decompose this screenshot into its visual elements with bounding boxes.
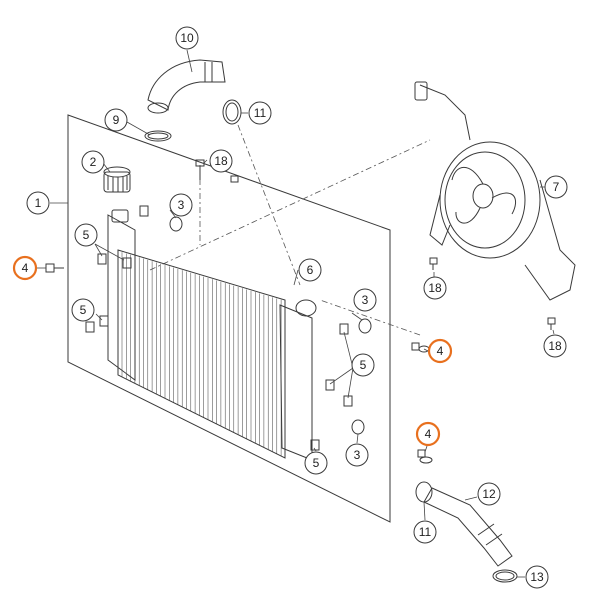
callout-6: 6 [298,258,322,282]
callout-label: 11 [254,106,267,120]
callout-label: 13 [530,570,544,584]
hose-clamp-9 [144,130,172,142]
callout-label: 18 [548,339,562,353]
callout-label: 6 [307,263,314,277]
callout-label: 4 [437,344,444,358]
callout-18-fan-left: 18 [423,276,447,300]
radiator-fins [121,252,282,457]
bolt-18-top [195,159,239,183]
bolt-18-fan-left [429,257,438,270]
callout-13: 13 [525,565,549,589]
assembly-lines [149,124,431,336]
callout-label: 5 [80,303,87,317]
grommet-3-top [169,216,183,232]
callout-label: 1 [35,196,42,210]
callout-5-c: 5 [351,353,375,377]
upper-hose [147,59,226,114]
callout-3-top: 3 [169,193,193,217]
callout-5-b: 5 [71,298,95,322]
callout-9: 9 [104,108,128,132]
callout-4-left: 4 [12,255,38,281]
callout-18-fan-right: 18 [543,334,567,358]
callout-label: 18 [428,281,442,295]
callout-label: 4 [425,427,432,441]
lower-hose [423,487,513,567]
hose-clamp-13 [492,569,518,583]
callout-3-mid: 3 [353,288,377,312]
radiator-plane [67,114,391,523]
screw-4-left [45,263,64,273]
callout-11-upper: 11 [248,101,272,125]
callout-label: 3 [362,293,369,307]
callout-label: 4 [22,261,29,275]
callout-label: 5 [360,358,367,372]
callout-label: 11 [419,525,432,539]
callout-5-a: 5 [74,223,98,247]
callout-2: 2 [81,150,105,174]
hose-clamp-11-upper [222,99,242,125]
callout-label: 7 [553,180,560,194]
radiator-core [107,209,317,461]
callout-4-mid: 4 [427,338,453,364]
callout-label: 3 [354,448,361,462]
callout-label: 3 [178,198,185,212]
callout-label: 12 [482,487,496,501]
callout-5-d: 5 [304,451,328,475]
callout-label: 18 [214,154,228,168]
callout-label: 9 [113,113,120,127]
callout-label: 5 [83,228,90,242]
filler-cap [103,166,131,193]
callout-18-top: 18 [209,149,233,173]
callout-label: 10 [180,31,194,45]
screw-4-low [417,449,433,464]
callouts: 10 9 11 2 18 1 3 5 4 6 5 3 5 3 5 7 18 18… [12,26,568,589]
leader-lines [36,49,555,578]
bolt-18-fan-right [547,317,556,330]
callout-11-lower: 11 [413,520,437,544]
callout-label: 2 [90,155,97,169]
callout-10: 10 [175,26,199,50]
callout-1: 1 [26,191,50,215]
fan-assembly [414,81,576,301]
callout-12: 12 [477,482,501,506]
callout-4-low: 4 [415,421,441,447]
callout-3-low: 3 [345,443,369,467]
grommet-3-mid [358,318,372,334]
callout-7: 7 [544,175,568,199]
callout-label: 5 [313,456,320,470]
grommet-3-low [351,419,365,435]
